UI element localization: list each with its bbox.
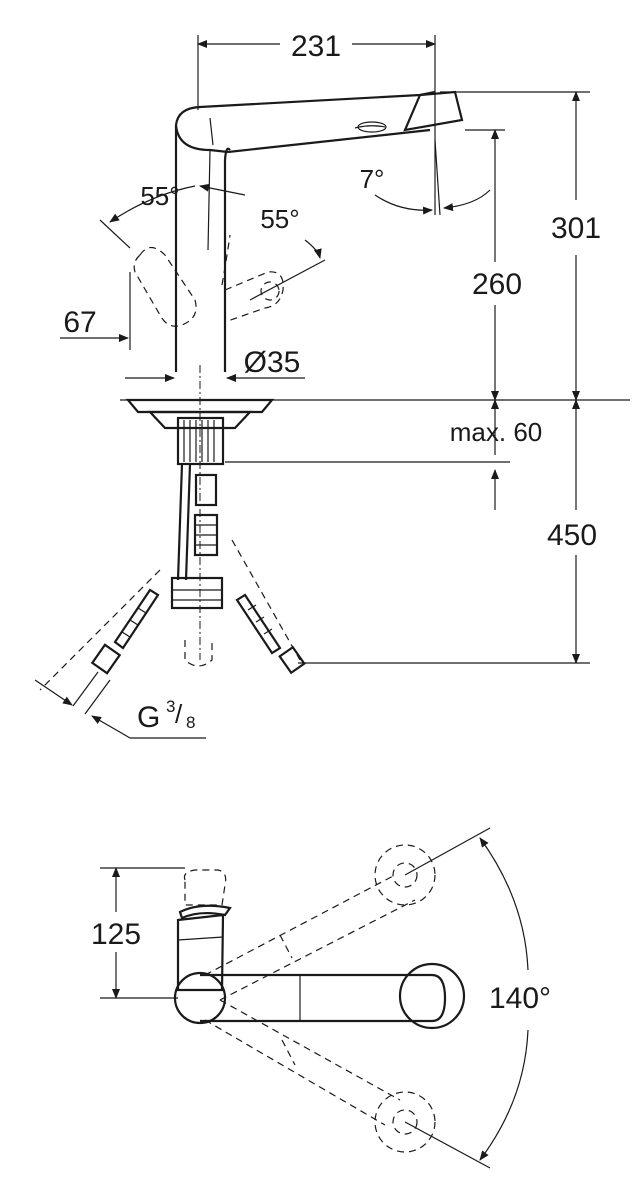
dim-label-67: 67 bbox=[63, 306, 96, 339]
diameter-symbol: Ø bbox=[244, 346, 267, 379]
spout-main bbox=[173, 962, 466, 1030]
thread-slash: / bbox=[175, 699, 183, 729]
thread-numerator: 3 bbox=[166, 697, 175, 716]
hoses bbox=[39, 463, 306, 715]
dim-thread: G 3 / 8 bbox=[34, 679, 206, 739]
dim-label-7deg: 7° bbox=[360, 164, 385, 194]
dim-67: 67 bbox=[60, 272, 131, 350]
thread-prefix: G bbox=[137, 701, 160, 734]
countertop bbox=[120, 398, 630, 466]
dim-label-55deg-right: 55° bbox=[260, 204, 299, 234]
dim-angle-55: 55° 55° bbox=[99, 181, 326, 301]
dim-231: 231 bbox=[197, 30, 436, 110]
thread-denominator: 8 bbox=[186, 713, 195, 732]
diameter-value: 35 bbox=[267, 346, 300, 379]
dim-label-231: 231 bbox=[291, 30, 341, 63]
top-view: 125 140° bbox=[91, 827, 551, 1169]
dim-angle-7: 7° bbox=[360, 164, 491, 215]
dim-label-125: 125 bbox=[91, 918, 141, 951]
side-view: 231 301 260 7° 55° bbox=[34, 30, 630, 739]
dim-label-max60: max. 60 bbox=[450, 417, 543, 447]
dim-301: 301 bbox=[440, 91, 601, 401]
dim-125: 125 bbox=[91, 867, 185, 999]
dim-angle-140: 140° bbox=[404, 827, 551, 1169]
dim-450: 450 bbox=[298, 399, 597, 664]
dim-label-260: 260 bbox=[472, 268, 522, 301]
dim-260: 260 bbox=[465, 129, 522, 401]
mount-threads bbox=[183, 420, 215, 462]
dim-label-55deg-left: 55° bbox=[140, 181, 179, 211]
spout-swivel-positions bbox=[204, 844, 436, 1153]
hose-right bbox=[235, 593, 306, 675]
dim-label-301: 301 bbox=[551, 212, 601, 245]
dim-diameter: Ø35 bbox=[125, 346, 305, 660]
dim-label-140deg: 140° bbox=[489, 982, 551, 1015]
lever-top bbox=[176, 869, 232, 992]
faucet-body bbox=[174, 90, 436, 372]
lever-positions bbox=[133, 234, 284, 327]
dim-label-diameter: Ø35 bbox=[244, 346, 301, 379]
dim-max60: max. 60 bbox=[450, 399, 543, 510]
spray-head bbox=[354, 90, 464, 216]
dim-label-450: 450 bbox=[547, 519, 597, 552]
hose-left bbox=[72, 588, 160, 715]
